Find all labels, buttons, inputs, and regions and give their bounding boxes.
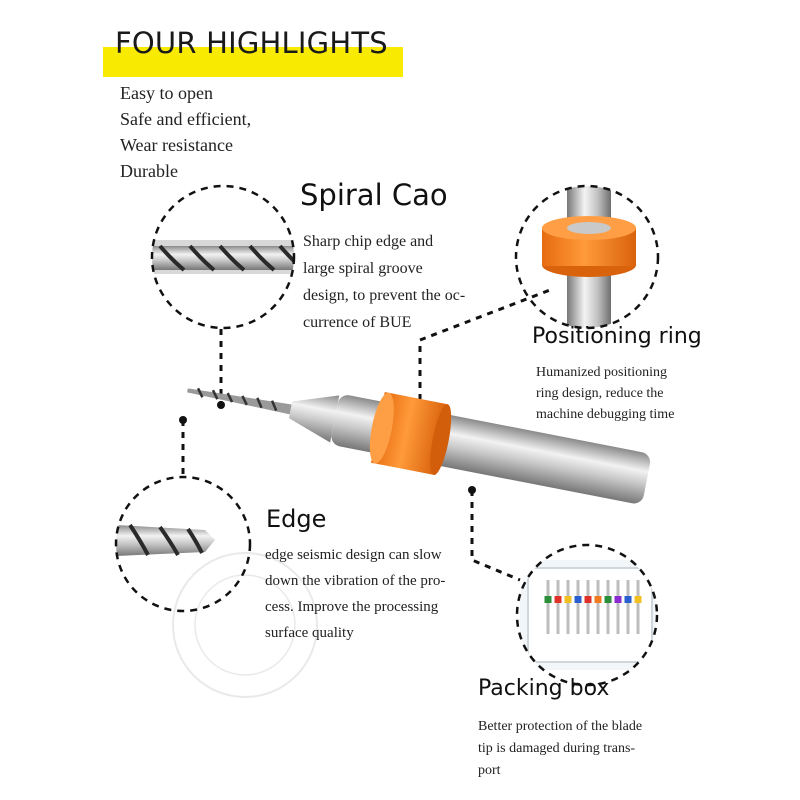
box-drill-ring: [634, 596, 642, 603]
box-drill-ring: [544, 596, 552, 603]
box-drill-shaft: [616, 580, 620, 634]
highlight-item: Safe and efficient,: [120, 109, 252, 129]
packing-box-closeup: [515, 543, 659, 687]
spiral-description: Sharp chip edge and large spiral groove …: [303, 233, 466, 331]
highlight-item: Wear resistance: [120, 135, 233, 155]
box-drill-ring: [624, 596, 632, 603]
box-drill-shaft: [606, 580, 610, 634]
spiral-closeup: [150, 184, 296, 330]
edge-description: edge seismic design can slow down the vi…: [265, 547, 446, 641]
box-drill-ring: [564, 596, 572, 603]
spiral-title: Spiral Cao: [300, 178, 448, 212]
watermark-seal: [172, 552, 318, 698]
edge-title: Edge: [266, 505, 327, 533]
box-description: Better protection of the blade tip is da…: [478, 719, 643, 778]
box-drill-shaft: [546, 580, 550, 634]
box-title: Packing box: [478, 676, 610, 701]
ring-closeup: [514, 184, 660, 330]
header-highlight-bar: [103, 47, 403, 77]
edge-closeup: [114, 475, 252, 613]
box-drill-shaft: [586, 580, 590, 634]
box-drill-ring: [604, 596, 612, 603]
highlight-item: Easy to open: [120, 83, 213, 103]
box-drill-shaft: [596, 580, 600, 634]
highlight-item: Durable: [120, 161, 178, 181]
box-drill-ring: [594, 596, 602, 603]
ring-description: Humanized positioning ring design, reduc…: [536, 365, 675, 422]
ring-title: Positioning ring: [532, 324, 702, 349]
box-drill-shaft: [556, 580, 560, 634]
box-drill-ring: [584, 596, 592, 603]
page-title: FOUR HIGHLIGHTS: [115, 26, 388, 60]
box-drill-shaft: [576, 580, 580, 634]
connector-lines: [181, 288, 551, 582]
box-drill-shaft: [626, 580, 630, 634]
box-drill-ring: [574, 596, 582, 603]
box-drill-ring: [554, 596, 562, 603]
drill-bit: [187, 387, 651, 504]
box-drill-shaft: [566, 580, 570, 634]
box-drill-ring: [614, 596, 622, 603]
box-drill-shaft: [636, 580, 640, 634]
